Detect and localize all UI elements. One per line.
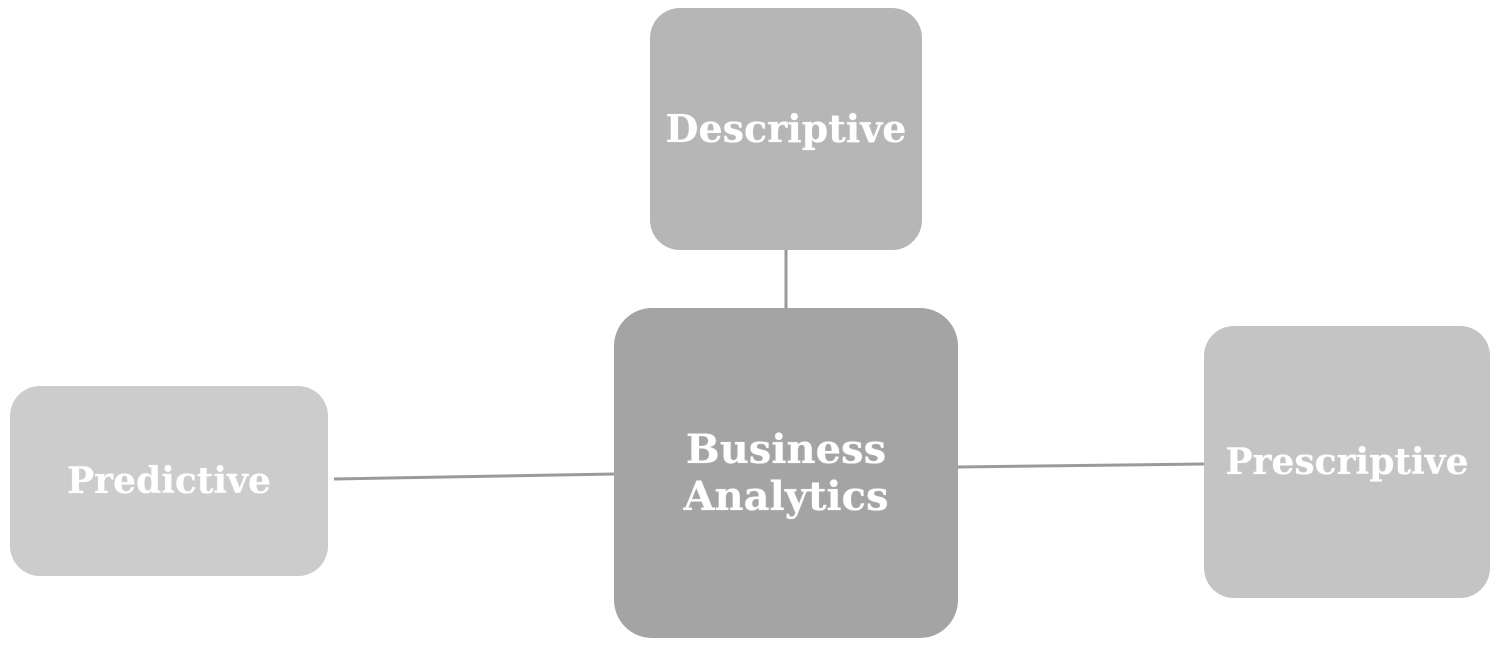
business-analytics-node: Business Analytics	[614, 308, 958, 638]
prescriptive-node: Prescriptive	[1204, 326, 1490, 598]
connector-left	[333, 472, 615, 481]
business-analytics-label: Business Analytics	[683, 425, 889, 520]
descriptive-label: Descriptive	[665, 105, 907, 151]
descriptive-node: Descriptive	[650, 8, 922, 250]
connector-right	[957, 462, 1205, 469]
prescriptive-label: Prescriptive	[1225, 440, 1469, 483]
predictive-label: Predictive	[67, 459, 271, 502]
predictive-node: Predictive	[10, 386, 328, 576]
